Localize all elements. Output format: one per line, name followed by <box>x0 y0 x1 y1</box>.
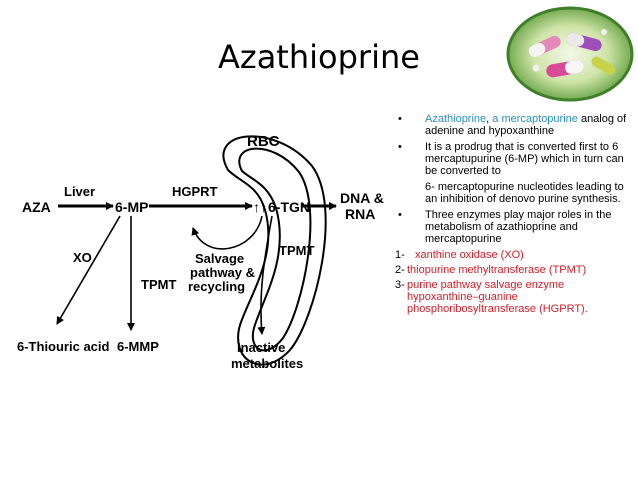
node-6tgn-arrows: ↑↑ <box>253 199 267 215</box>
slide-title: Azathioprine <box>218 38 420 76</box>
bullet-marker: • <box>398 209 402 221</box>
label-tpmt-right: TPMT <box>279 243 314 258</box>
enzyme-text: xanthine oxidase (XO) <box>415 249 524 261</box>
drug-name: Azathioprine <box>425 113 487 125</box>
enzyme-number: 1- <box>395 249 405 261</box>
bullet-marker: • <box>398 113 402 125</box>
bullet-2-continuation: 6- mercaptopurine nucleotides leading to… <box>425 181 624 205</box>
node-6tgn: 6-TGN <box>268 199 310 215</box>
pills-icon <box>506 6 634 102</box>
enzyme-item-1: 1- xanthine oxidase (XO) <box>395 249 635 261</box>
node-6-thiouric-acid: 6-Thiouric acid <box>17 339 110 354</box>
enzyme-text: purine pathway salvage enzyme hypoxanthi… <box>407 279 588 315</box>
label-salvage-line3: recycling <box>188 279 245 294</box>
bullet-list: • Azathioprine, a mercaptopurine analog … <box>395 113 635 318</box>
bullet-1: • Azathioprine, a mercaptopurine analog … <box>395 113 635 137</box>
bullet-2: • It is a prodrug that is converted firs… <box>395 141 635 177</box>
enzyme-item-2: 2- thiopurine methyltransferase (TPMT) <box>395 264 635 276</box>
node-inactive-line2: metabolites <box>231 356 303 371</box>
bullet-marker: • <box>398 141 402 153</box>
node-6mmp: 6-MMP <box>117 339 159 354</box>
rbc-loop-inner <box>238 147 312 352</box>
bullet-3-text: Three enzymes play major roles in the me… <box>425 209 612 245</box>
bullet-3: • Three enzymes play major roles in the … <box>395 209 635 245</box>
separator: , <box>486 113 493 125</box>
node-dna-rna-line2: RNA <box>345 206 375 222</box>
enzyme-item-3: 3- purine pathway salvage enzyme hypoxan… <box>395 279 635 315</box>
label-xo: XO <box>73 250 92 265</box>
label-hgprt: HGPRT <box>172 184 218 199</box>
node-dna-rna-line1: DNA & <box>340 190 384 206</box>
bullet-2-text: It is a prodrug that is converted first … <box>425 141 624 177</box>
enzyme-number: 3- <box>395 279 405 291</box>
label-liver: Liver <box>64 184 95 199</box>
node-inactive-line1: Inactive <box>237 340 285 355</box>
rbc-loop-outer <box>222 135 327 366</box>
mercaptopurine-text: a mercaptopurine <box>492 113 578 125</box>
bullet-1-rest: analog of adenine and hypoxanthine <box>425 113 627 137</box>
enzyme-number: 2- <box>395 264 405 276</box>
node-6mp: 6-MP <box>115 199 148 215</box>
node-aza: AZA <box>22 199 51 215</box>
label-rbc: RBC <box>247 133 280 150</box>
label-salvage-line1: Salvage <box>195 251 244 266</box>
label-salvage-line2: pathway & <box>190 265 255 280</box>
enzyme-text: thiopurine methyltransferase (TPMT) <box>407 264 587 276</box>
label-tpmt-left: TPMT <box>141 277 176 292</box>
metabolism-diagram: AZA 6-MP ↑↑ 6-TGN DNA & RNA 6-Thiouric a… <box>17 133 384 371</box>
